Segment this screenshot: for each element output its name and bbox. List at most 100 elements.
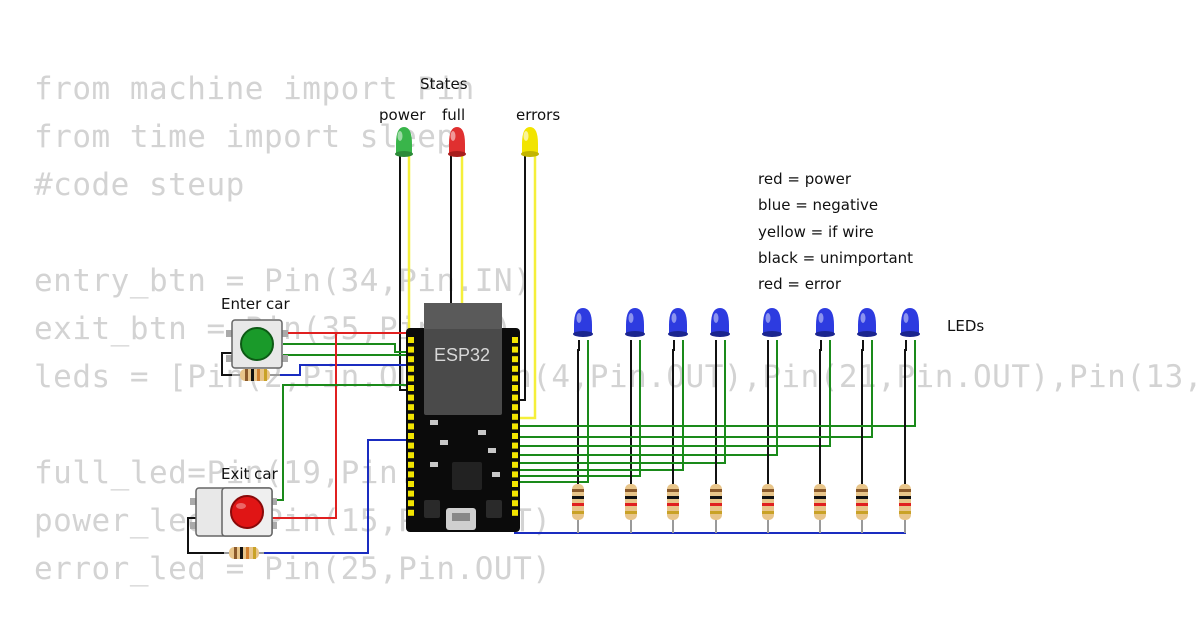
led-resistor: [625, 484, 637, 520]
esp32-pin[interactable]: [512, 509, 518, 516]
wires: [187, 156, 916, 554]
esp32-pin[interactable]: [512, 433, 518, 439]
esp32-pin[interactable]: [408, 413, 414, 420]
led-resistor: [572, 484, 584, 520]
led-resistor: [762, 484, 774, 520]
smd-component: [430, 420, 438, 425]
esp32-pin[interactable]: [512, 356, 518, 363]
wire-enter-blue: [280, 364, 412, 376]
power-led[interactable]: [395, 127, 413, 157]
esp32-pin[interactable]: [408, 365, 414, 372]
esp32-pin[interactable]: [512, 471, 518, 478]
esp32-pin[interactable]: [408, 471, 414, 478]
led-resistor: [667, 484, 679, 520]
legend-line: blue = negative: [758, 196, 878, 214]
esp32-pin[interactable]: [512, 481, 518, 487]
esp32-pin[interactable]: [512, 337, 518, 343]
esp32-pin[interactable]: [512, 452, 518, 459]
full-led[interactable]: [448, 127, 466, 157]
esp32-label: ESP32: [434, 345, 490, 365]
blue-led[interactable]: [710, 308, 730, 337]
esp32-pin[interactable]: [512, 385, 518, 391]
esp32-pin[interactable]: [512, 394, 518, 401]
esp32-board[interactable]: ESP32: [406, 303, 520, 532]
enter-pull-resistor: [232, 369, 280, 381]
esp32-pin[interactable]: [512, 346, 518, 353]
esp32-pin[interactable]: [512, 500, 518, 507]
states-title: States: [420, 75, 468, 93]
led-resistor: [814, 484, 826, 520]
code-line: entry_btn = Pin(34,Pin.IN): [34, 263, 533, 299]
esp32-pin[interactable]: [408, 346, 414, 353]
errors-led[interactable]: [521, 127, 539, 157]
esp32-pin[interactable]: [512, 461, 518, 468]
wire-enter-green-1: [283, 343, 412, 353]
led-row: [572, 308, 920, 520]
code-line: from machine import Pin: [34, 71, 475, 107]
blue-led[interactable]: [857, 308, 877, 337]
leds-label: LEDs: [947, 317, 984, 335]
esp32-pin[interactable]: [512, 490, 518, 497]
enter-button-cap: [240, 327, 274, 361]
led-signal-wire: [515, 340, 778, 456]
state-leds: States power full errors: [379, 75, 560, 157]
esp32-pin[interactable]: [512, 413, 518, 420]
smd-component: [430, 462, 438, 467]
esp32-pin[interactable]: [512, 404, 518, 411]
exit-car-label: Exit car: [221, 465, 279, 483]
led-signal-wire: [515, 340, 726, 464]
blue-led[interactable]: [625, 308, 645, 337]
esp32-pin[interactable]: [408, 394, 414, 401]
esp32-pin[interactable]: [408, 481, 414, 487]
esp32-pin[interactable]: [408, 337, 414, 343]
esp32-pin[interactable]: [408, 500, 414, 507]
esp32-pin[interactable]: [408, 509, 414, 516]
esp32-module-shield: [424, 303, 502, 415]
esp32-pin[interactable]: [408, 461, 414, 468]
esp32-pin[interactable]: [408, 404, 414, 411]
wire-exit-red: [270, 333, 337, 519]
esp32-pin[interactable]: [408, 452, 414, 459]
esp32-pin[interactable]: [408, 385, 414, 391]
led-resistor: [856, 484, 868, 520]
blue-led[interactable]: [900, 308, 920, 337]
esp32-pin[interactable]: [408, 433, 414, 439]
smd-component: [440, 440, 448, 445]
led-cathode-wire: [861, 340, 864, 484]
legend-line: red = power: [758, 170, 852, 188]
esp32-pin[interactable]: [408, 423, 414, 430]
esp32-pin[interactable]: [408, 375, 414, 382]
smd-component: [478, 430, 486, 435]
led-signal-wire: [515, 340, 641, 477]
wire-color-legend: red = power blue = negative yellow = if …: [758, 170, 913, 293]
led-row-wires: [515, 340, 916, 533]
reset-button: [486, 500, 502, 518]
esp32-pin[interactable]: [512, 423, 518, 430]
esp32-pin[interactable]: [408, 490, 414, 497]
esp32-pin[interactable]: [512, 442, 518, 449]
blue-led[interactable]: [573, 308, 593, 337]
esp32-pin[interactable]: [408, 442, 414, 449]
wire-enter-black: [221, 352, 232, 376]
led-signal-wire: [515, 340, 684, 471]
blue-led[interactable]: [668, 308, 688, 337]
esp32-pin[interactable]: [408, 356, 414, 363]
led-cathode-wire: [904, 340, 907, 484]
blue-led[interactable]: [815, 308, 835, 337]
power-led-label: power: [379, 106, 426, 124]
led-cathode-wire: [819, 340, 822, 484]
esp32-pin[interactable]: [512, 365, 518, 372]
led-resistor: [710, 484, 722, 520]
blue-led[interactable]: [762, 308, 782, 337]
enter-car-label: Enter car: [221, 295, 290, 313]
led-signal-wire: [515, 340, 589, 483]
esp32-pin[interactable]: [512, 375, 518, 382]
led-signal-wire: [515, 340, 873, 438]
enter-car-button[interactable]: Enter car: [221, 295, 290, 369]
wire-ground-bus: [514, 520, 906, 534]
code-line: error_led = Pin(25,Pin.OUT): [34, 551, 552, 587]
exit-button-cap: [230, 495, 264, 529]
exit-car-button[interactable]: Exit car: [190, 465, 279, 537]
